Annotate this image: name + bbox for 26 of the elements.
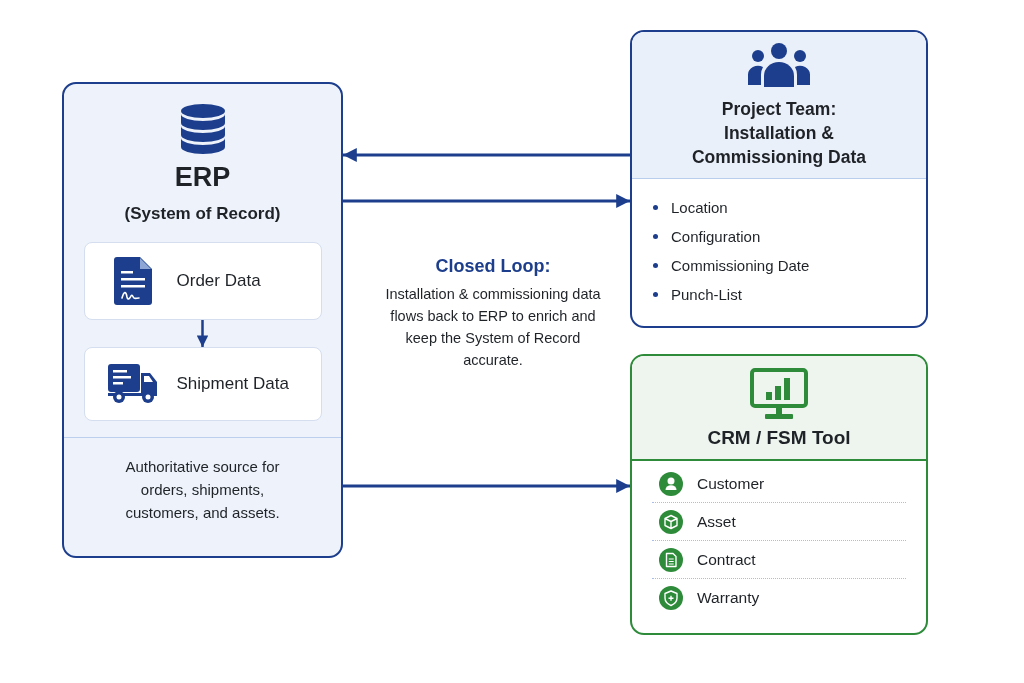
info-panel [630,30,928,328]
panel-title: ERP [174,162,231,192]
panel-title: CRM / FSM Tool [707,426,851,450]
panel-title: Project Team: Installation & Commissioning Data [690,98,868,169]
note-heading: Closed Loop: [435,255,551,278]
arrow [343,479,630,493]
list-item: Customer [697,473,765,494]
list-item: Contract [697,549,756,570]
list-item: Punch-List [671,284,742,305]
list-item: Asset [697,511,736,532]
tool-panel [630,354,928,635]
arrow [343,194,630,208]
system-panel [62,82,343,558]
card-label: Shipment Data [176,373,289,395]
list-item: Configuration [671,226,761,247]
panel-subtitle: (System of Record) [124,203,281,225]
list-item: Location [671,197,728,218]
list-item: Commissioning Date [671,255,810,276]
note-text: Installation & commissioning data flows back to ERP to enrich and keep the System of Record accurate. [384,285,602,370]
list-item: Warranty [697,587,760,608]
arrow [196,320,209,347]
panel-description: Authoritative source for orders, shipments, customers, and assets. [124,457,281,523]
data-card [83,347,322,421]
card-label: Order Data [176,270,261,292]
data-card [83,242,322,320]
arrow [343,148,630,162]
